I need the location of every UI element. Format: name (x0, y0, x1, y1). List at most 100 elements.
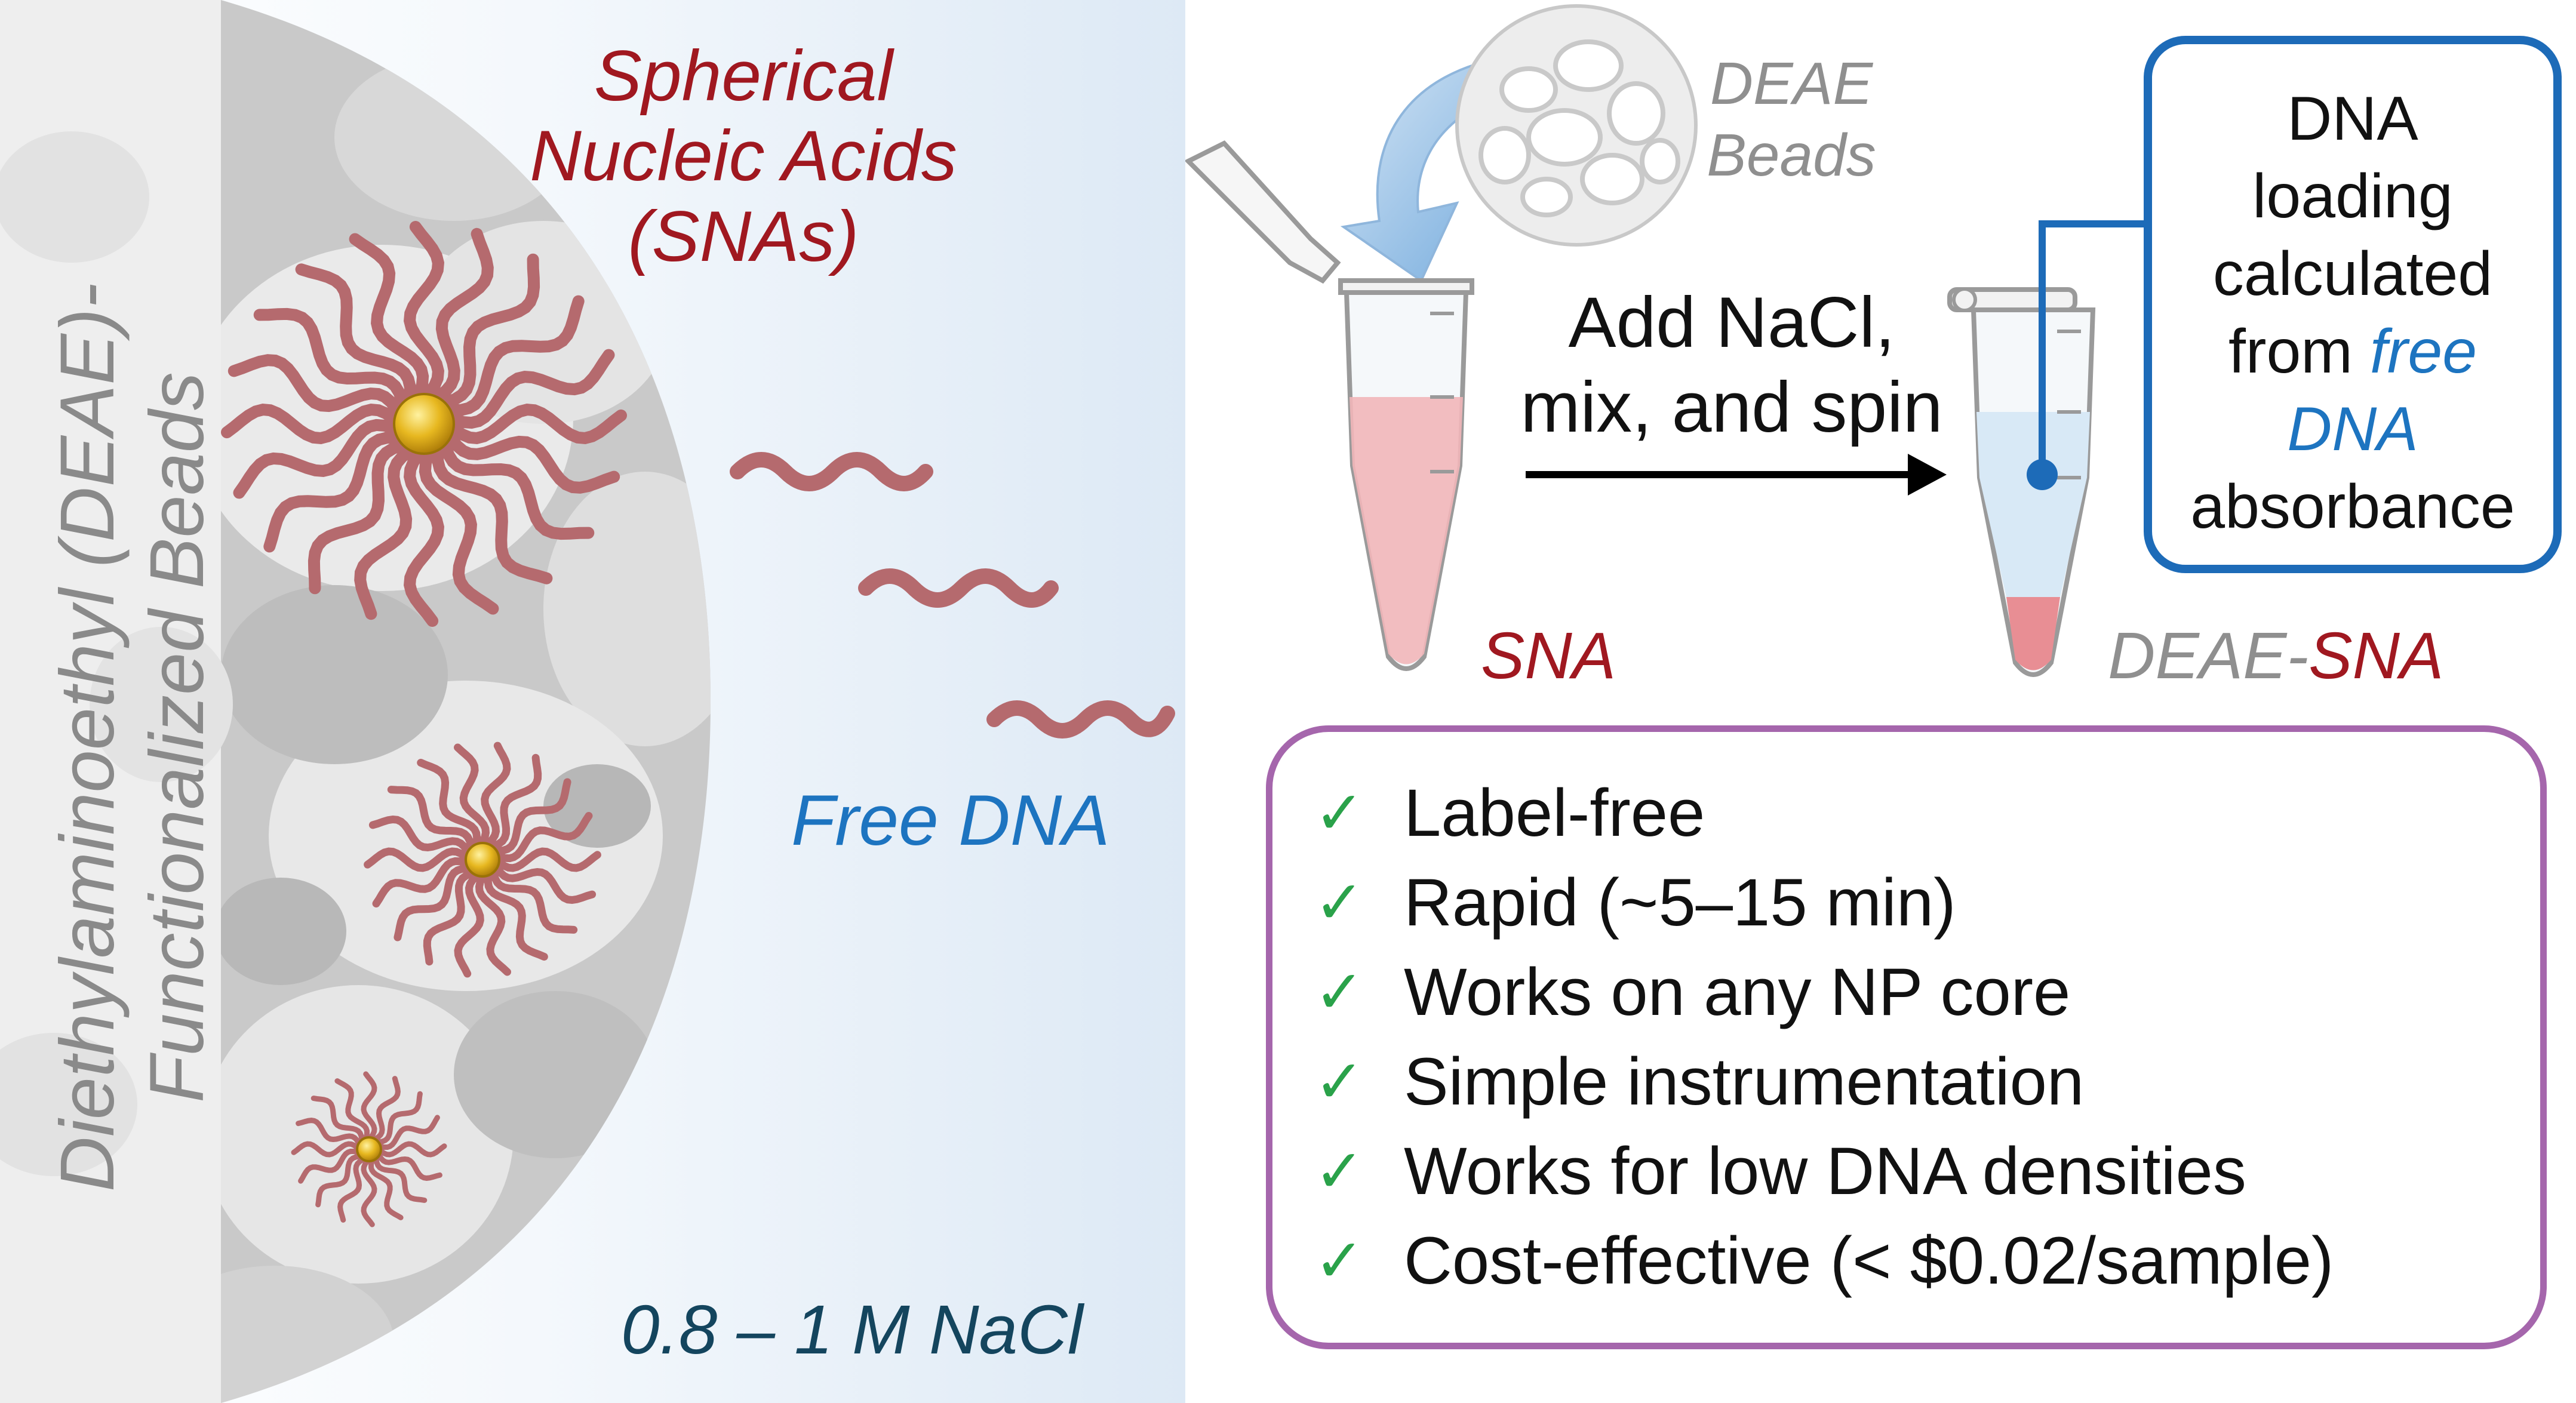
dna-strand (488, 778, 571, 856)
deae-beads-label-line2: Beads (1707, 122, 1876, 189)
check-icon: ✓ (1314, 779, 1364, 847)
dna-strand (263, 431, 411, 553)
sna-title-line1: Spherical (594, 36, 893, 116)
gold-nanoparticle-core (356, 1136, 382, 1162)
dna-loading-info-box: DNA loading calculated from free DNA abs… (2144, 36, 2562, 573)
info-line1: DNA (2287, 84, 2418, 153)
dna-strand (485, 753, 542, 853)
tube1-liquid (1350, 397, 1463, 664)
dna-strand (221, 403, 406, 445)
vertical-label-line1: Diethylaminoethyl (DEAE)- (45, 282, 130, 1192)
dna-strand (370, 1076, 401, 1143)
dna-strand (228, 354, 407, 423)
tube-sna (1185, 140, 1474, 671)
gold-nanoparticle-core (465, 842, 500, 878)
dna-strand (484, 867, 548, 961)
process-step-line2: mix, and spin (1520, 367, 1943, 447)
dna-strand (373, 1091, 423, 1146)
tube-deae-sna (1947, 287, 2096, 677)
feature-text: Cost-effective (< $0.02/sample) (1404, 1223, 2334, 1298)
dna-strand (337, 1155, 368, 1223)
features-box: ✓ Label-free ✓ Rapid (~5–15 min) ✓ Works… (1266, 725, 2547, 1349)
feature-text: Works on any NP core (1404, 954, 2071, 1029)
tube2-label-suffix: SNA (2308, 619, 2444, 693)
feature-item: ✓ Rapid (~5–15 min) (1314, 857, 1956, 947)
dna-strand (368, 1155, 404, 1220)
feature-text: Label-free (1404, 775, 1705, 850)
dna-strand (349, 233, 429, 407)
tube2-pellet (2006, 597, 2060, 670)
info-pointer-line (2039, 220, 2147, 475)
dna-strand (437, 432, 595, 540)
dna-strand (454, 869, 484, 978)
dna-strand (368, 815, 474, 859)
feature-text: Works for low DNA densities (1404, 1133, 2246, 1208)
check-icon: ✓ (1314, 869, 1364, 936)
feature-item: ✓ Works on any NP core (1314, 947, 2070, 1036)
info-line5: DNA (2287, 395, 2418, 464)
vertical-label: Diethylaminoethyl (DEAE)- Functionalized… (43, 260, 222, 1215)
tube1-label: SNA (1481, 619, 1616, 693)
info-line6: absorbance (2190, 472, 2515, 541)
dna-strand (291, 1141, 362, 1158)
bead-illustration (0, 0, 1175, 1403)
dna-strand (361, 1156, 377, 1227)
dna-strand (334, 1078, 370, 1143)
dna-strand (432, 253, 540, 411)
dna-strand (441, 425, 620, 494)
dna-strand (403, 442, 445, 627)
dna-strand (419, 441, 499, 615)
dna-strand (491, 860, 597, 904)
check-icon: ✓ (1314, 1227, 1364, 1294)
feature-item: ✓ Works for low DNA densities (1314, 1126, 2246, 1216)
sna-title-line2: Nucleic Acids (530, 116, 957, 196)
dna-strand (481, 742, 511, 851)
feature-text: Simple instrumentation (1404, 1044, 2085, 1119)
dna-strand (361, 1071, 377, 1143)
check-icon: ✓ (1314, 1048, 1364, 1115)
check-icon: ✓ (1314, 958, 1364, 1026)
free-dna-strand-1 (730, 452, 933, 491)
sna-particle-small (291, 1071, 447, 1227)
sna-title-line3: (SNAs) (628, 196, 859, 276)
dna-strand (295, 263, 417, 411)
feature-item: ✓ Cost-effective (< $0.02/sample) (1314, 1216, 2334, 1305)
dna-strand (417, 759, 481, 853)
process-illustration (1185, 4, 2147, 677)
feature-item: ✓ Simple instrumentation (1314, 1036, 2084, 1126)
left-panel: Diethylaminoethyl (DEAE)- Functionalized… (0, 0, 1185, 1403)
dna-strand (394, 864, 477, 942)
feature-item: ✓ Label-free (1314, 768, 1705, 857)
free-dna-strand-3 (986, 700, 1175, 739)
free-dna-label: Free DNA (791, 780, 1110, 860)
dna-strand (354, 441, 423, 620)
dna-strand (311, 1096, 365, 1146)
dna-strand (423, 867, 480, 966)
tube2-label-prefix: DEAE- (2108, 619, 2309, 693)
dna-strand (233, 419, 407, 499)
deae-beads-label: DEAE Beads (1696, 48, 1887, 191)
dna-strand (475, 869, 511, 976)
dna-strand (296, 1118, 363, 1149)
dna-strand (442, 403, 627, 445)
dna-strand (375, 1115, 440, 1150)
deae-beads-icon (1455, 4, 1698, 247)
deae-beads-label-line1: DEAE (1710, 50, 1873, 117)
dna-strand (454, 743, 490, 851)
tube2-supernatant (1976, 412, 2090, 597)
dna-strand (491, 812, 593, 863)
free-dna-strand-2 (858, 568, 1059, 608)
dna-strand (375, 1150, 442, 1181)
info-line4-highlight: free (2369, 317, 2477, 386)
dna-strand (437, 295, 585, 417)
dna-strand (425, 227, 494, 407)
dna-strand (441, 349, 615, 429)
dna-strand (315, 1153, 365, 1208)
info-pointer-dot (2027, 459, 2058, 490)
dna-strand (403, 221, 445, 406)
feature-text: Rapid (~5–15 min) (1404, 864, 1956, 940)
dna-strand (372, 857, 474, 907)
vertical-label-line2: Functionalized Beads (134, 372, 220, 1103)
dna-strand (308, 437, 416, 595)
dna-strand (488, 864, 578, 934)
